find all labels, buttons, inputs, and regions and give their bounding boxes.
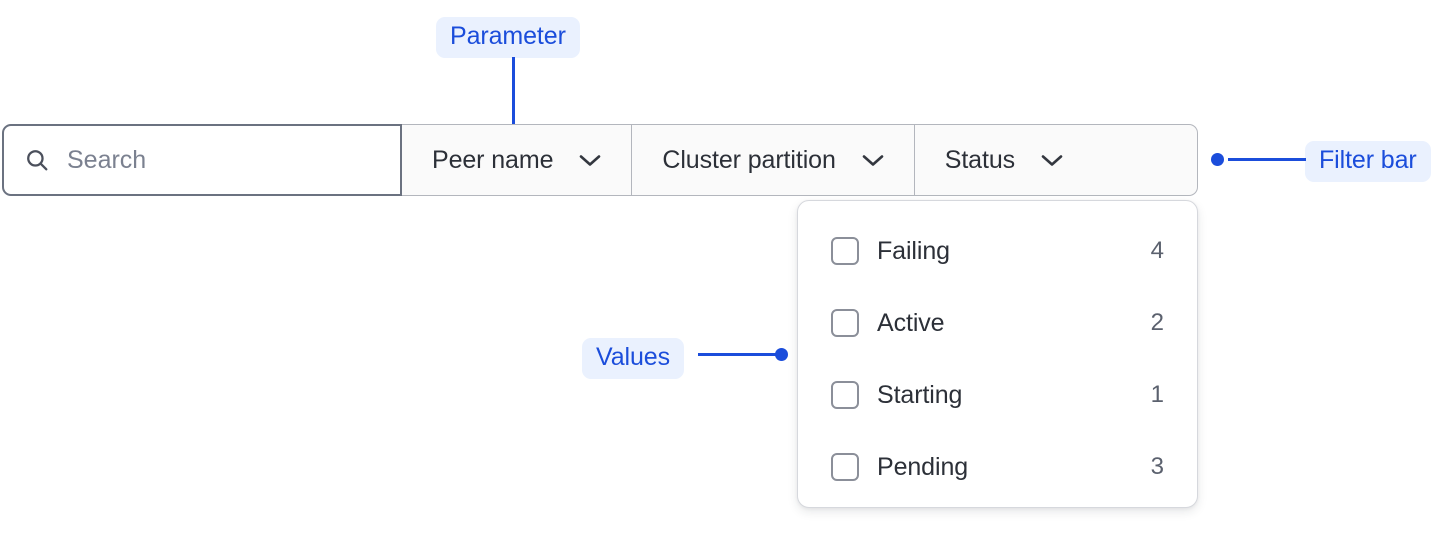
- annotation-connector-values-dot: [775, 348, 788, 361]
- list-item-count: 1: [1150, 381, 1164, 408]
- checkbox-pending[interactable]: [831, 453, 859, 481]
- search-field[interactable]: [2, 124, 402, 196]
- annotation-badge-values: Values: [582, 338, 684, 379]
- list-item-label: Starting: [877, 380, 963, 409]
- filter-dropdown-cluster-partition-label: Cluster partition: [662, 145, 836, 174]
- filter-dropdown-status-label: Status: [944, 145, 1016, 174]
- annotation-badge-parameter: Parameter: [436, 17, 580, 58]
- filter-dropdown-cluster-partition[interactable]: Cluster partition: [632, 125, 915, 195]
- checkbox-failing[interactable]: [831, 237, 859, 265]
- annotation-connector-parameter-line: [512, 57, 515, 145]
- filter-dropdown-status[interactable]: Status: [915, 125, 1093, 195]
- filter-bar: Peer name Cluster partition Status: [2, 124, 1198, 196]
- list-item-count: 2: [1150, 309, 1164, 336]
- list-item-count: 3: [1150, 453, 1164, 480]
- chevron-down-icon: [1041, 154, 1063, 166]
- search-input[interactable]: [67, 126, 400, 194]
- filter-dropdown-peer-name-label: Peer name: [432, 145, 554, 174]
- checkbox-starting[interactable]: [831, 381, 859, 409]
- list-item-label: Failing: [877, 236, 950, 265]
- list-item[interactable]: Pending 3: [798, 431, 1197, 503]
- list-item[interactable]: Starting 1: [798, 359, 1197, 431]
- list-item[interactable]: Active 2: [798, 287, 1197, 359]
- annotation-connector-values-line: [698, 353, 778, 356]
- status-values-dropdown-panel: Failing 4 Active 2 Starting 1 Pending 3: [797, 200, 1198, 508]
- annotation-connector-filter-bar-line: [1228, 158, 1306, 161]
- checkbox-active[interactable]: [831, 309, 859, 337]
- list-item-label: Active: [877, 308, 945, 337]
- list-item[interactable]: Failing 4: [798, 215, 1197, 287]
- list-item-label: Pending: [877, 452, 969, 481]
- chevron-down-icon: [862, 154, 884, 166]
- filter-dropdown-group: Peer name Cluster partition Status: [402, 124, 1198, 196]
- search-icon: [27, 150, 48, 171]
- annotation-badge-filter-bar: Filter bar: [1305, 141, 1431, 182]
- list-item-count: 4: [1150, 237, 1164, 264]
- chevron-down-icon: [580, 154, 601, 166]
- filter-dropdown-peer-name[interactable]: Peer name: [402, 125, 633, 195]
- annotation-connector-filter-bar-dot: [1211, 153, 1224, 166]
